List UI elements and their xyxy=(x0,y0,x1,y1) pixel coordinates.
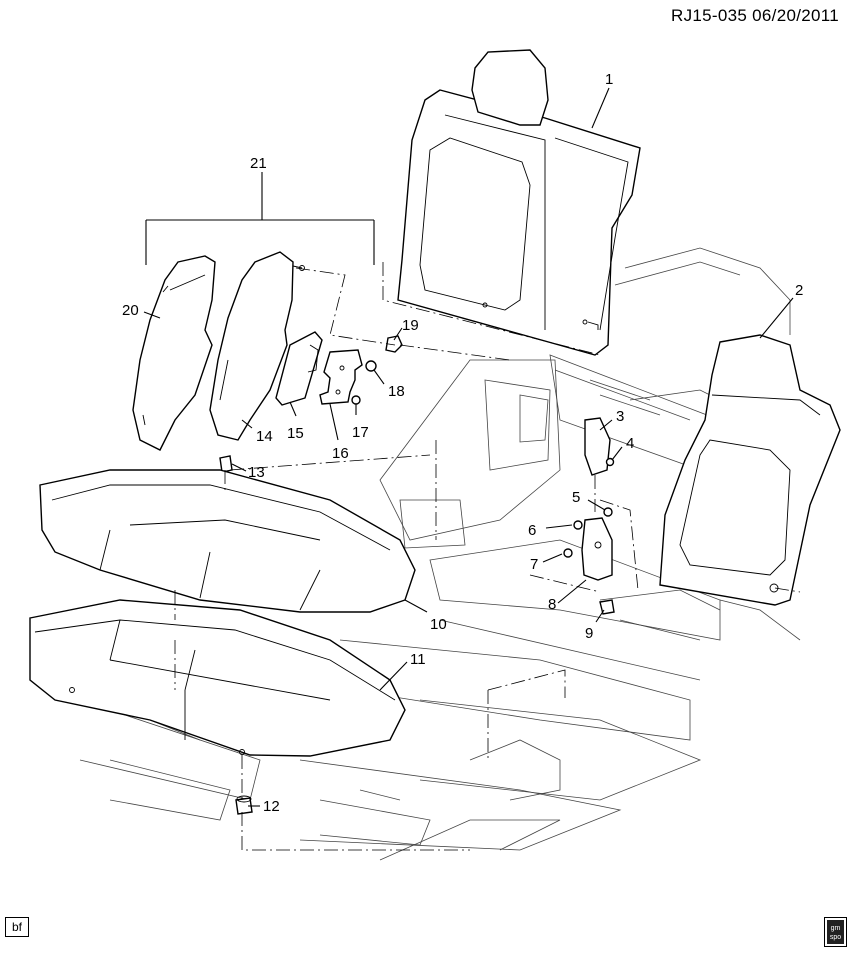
callout-15: 15 xyxy=(287,425,304,442)
callout-3: 3 xyxy=(616,408,624,425)
callout-5: 5 xyxy=(572,489,580,506)
callout-20: 20 xyxy=(122,302,139,319)
callout-leaders xyxy=(143,87,794,807)
latch-assembly-part-15 xyxy=(275,331,323,406)
nut-part-7 xyxy=(563,548,573,558)
nut-part-5 xyxy=(603,507,613,517)
seat-back-left-part-1 xyxy=(397,49,641,356)
latch-bracket-part-16 xyxy=(319,349,363,405)
callout-1: 1 xyxy=(605,71,613,88)
group-bracket-21 xyxy=(145,172,375,265)
bolt-part-17 xyxy=(351,395,361,405)
callout-2: 2 xyxy=(795,282,803,299)
callout-14: 14 xyxy=(256,428,273,445)
callout-10: 10 xyxy=(430,616,447,633)
washer-part-6 xyxy=(573,520,583,530)
bolster-part-14 xyxy=(209,251,305,441)
bolt-part-4 xyxy=(605,457,615,467)
callout-13: 13 xyxy=(248,464,265,481)
vehicle-floor-pan xyxy=(79,247,801,861)
hinge-bracket-part-8 xyxy=(581,517,613,581)
bf-tag: bf xyxy=(5,917,29,937)
gm-spo-logo-text: gm spo xyxy=(827,920,844,944)
callout-11: 11 xyxy=(410,651,426,668)
callout-6: 6 xyxy=(528,522,536,539)
callout-16: 16 xyxy=(332,445,349,462)
gm-spo-logo: gm spo xyxy=(824,917,847,947)
callout-21: 21 xyxy=(250,155,267,172)
callout-8: 8 xyxy=(548,596,556,613)
callout-19: 19 xyxy=(402,317,419,334)
assembly-reference-lines xyxy=(174,262,801,851)
seat-cushion-part-10 xyxy=(39,469,416,613)
callout-4: 4 xyxy=(626,435,634,452)
seat-back-right-part-2 xyxy=(659,334,841,606)
callout-17: 17 xyxy=(352,424,369,441)
nut-part-18 xyxy=(365,360,377,372)
bolster-part-20 xyxy=(132,255,216,451)
callout-18: 18 xyxy=(388,383,405,400)
callout-labels: 1 2 3 4 5 6 7 8 9 10 11 12 13 14 15 16 1… xyxy=(122,71,803,815)
bracket-part-3 xyxy=(584,417,611,476)
seat-cushion-frame-part-11 xyxy=(29,599,406,757)
callout-7: 7 xyxy=(530,556,538,573)
document-id: RJ15-035 06/20/2011 xyxy=(671,6,839,25)
bushing-part-12 xyxy=(235,795,253,815)
callout-9: 9 xyxy=(585,625,593,642)
callout-12: 12 xyxy=(263,798,280,815)
